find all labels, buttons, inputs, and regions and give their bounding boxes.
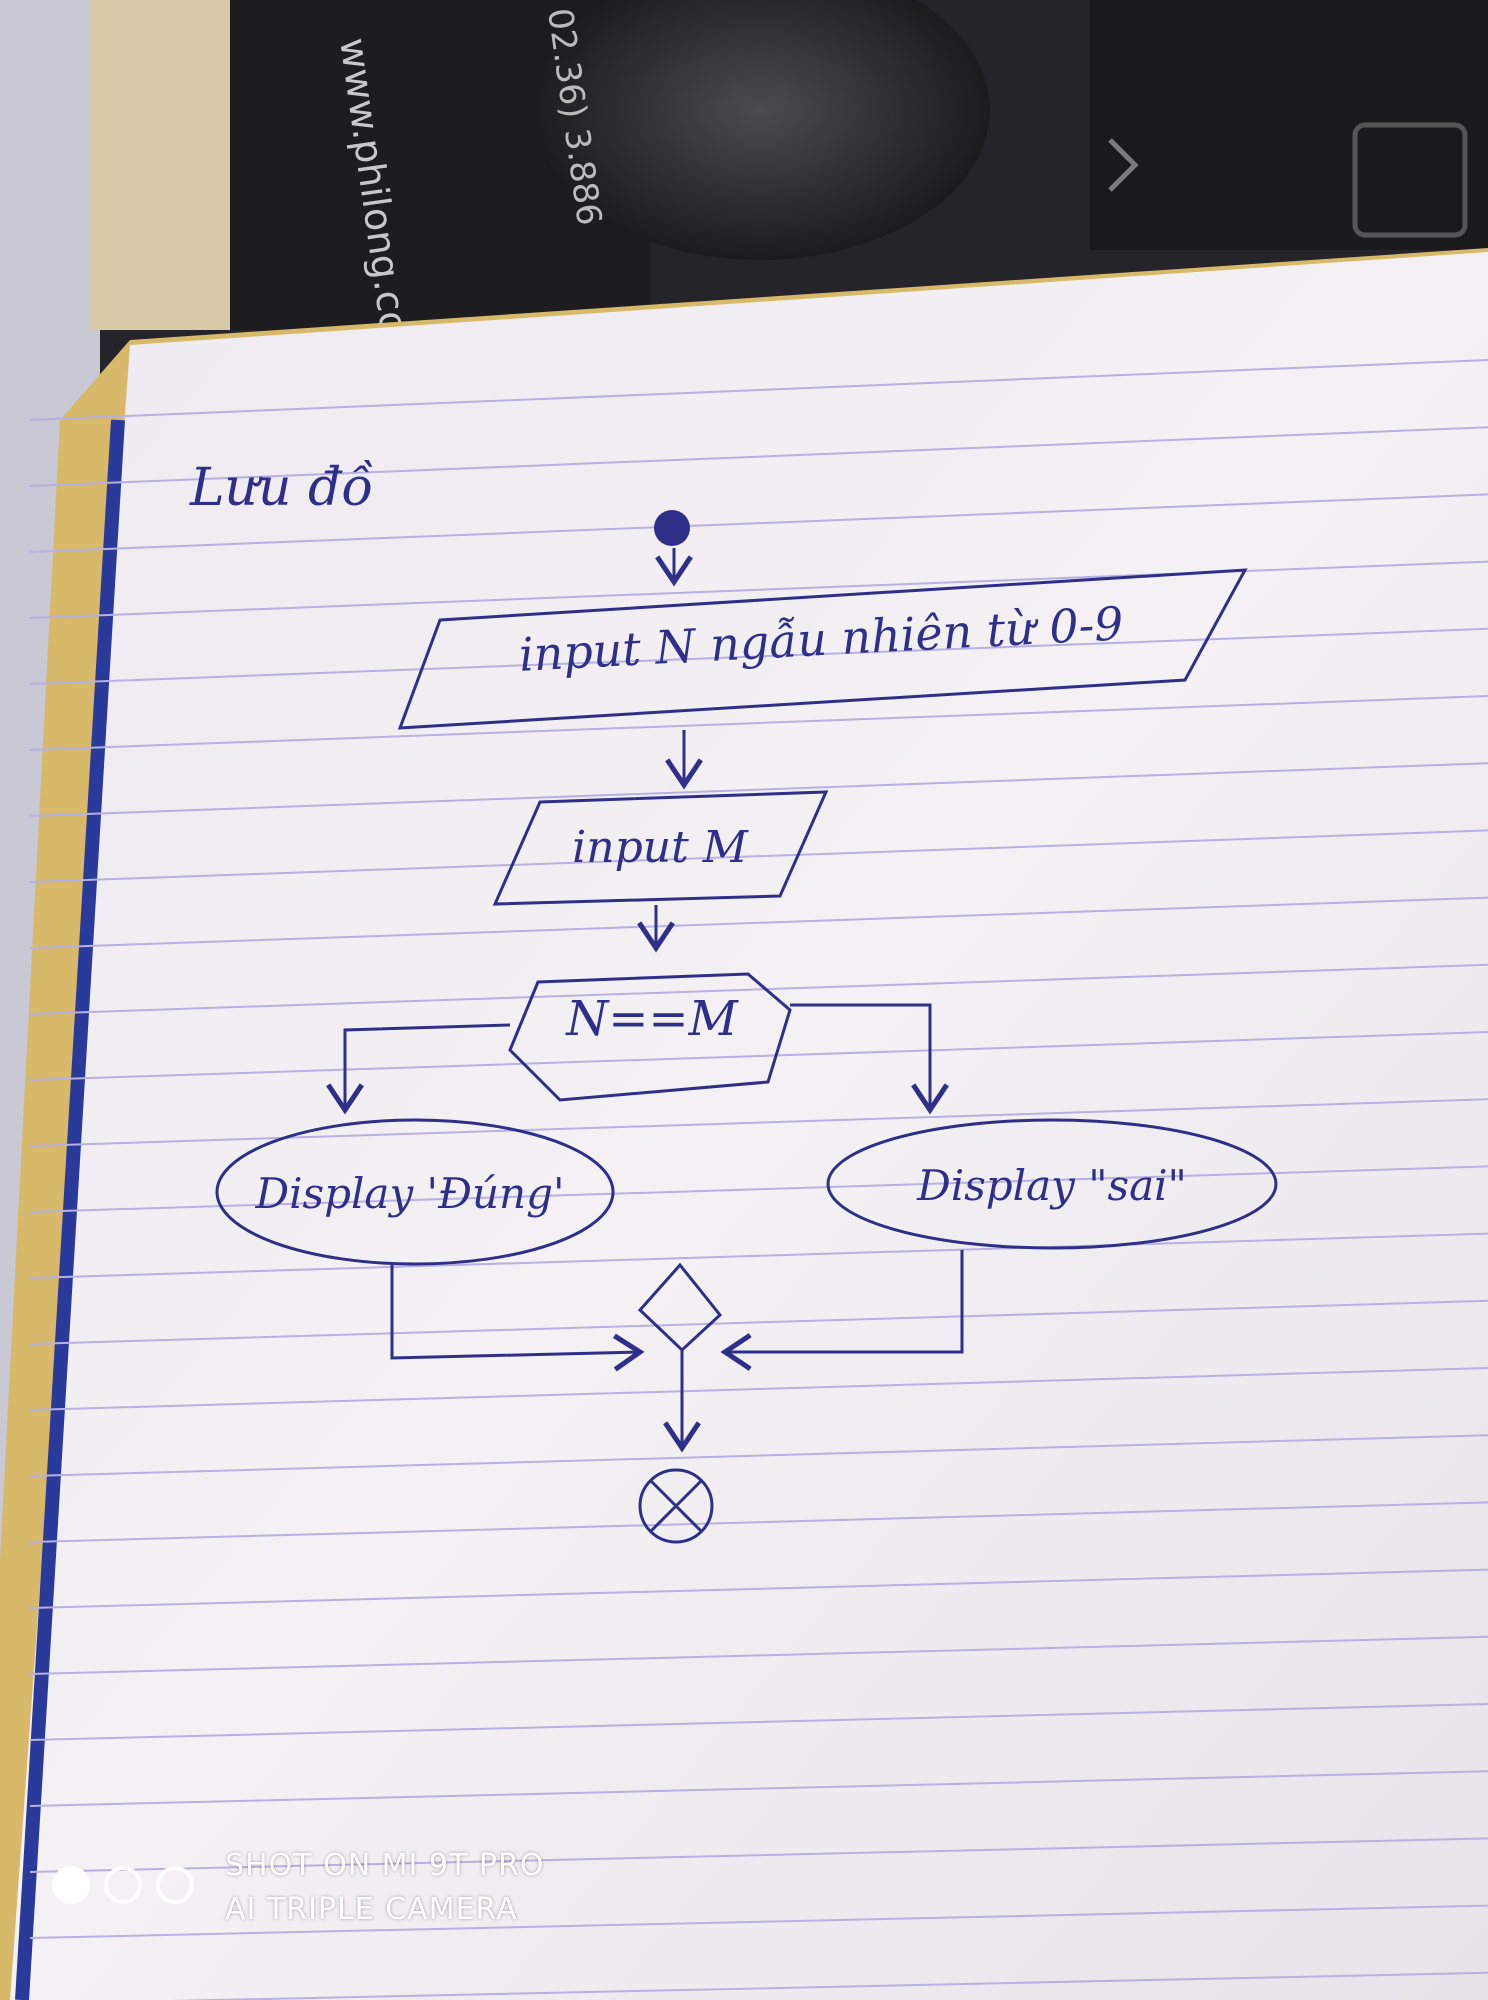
ruled-line (29, 1501, 1488, 1543)
ruled-line (29, 1165, 1488, 1213)
ruled-line (29, 627, 1488, 685)
ruled-line (29, 1031, 1488, 1081)
ruled-line (29, 1770, 1488, 1807)
chevron-icon (1108, 138, 1139, 192)
ruled-line (29, 963, 1488, 1015)
ruled-line (29, 493, 1488, 553)
ruled-line (29, 1703, 1488, 1741)
display-false-shape (826, 1118, 1278, 1250)
ruled-line (29, 762, 1488, 817)
camera-dot-icon (52, 1866, 90, 1904)
ruled-line (29, 1904, 1488, 1939)
ruled-line (170, 1971, 1488, 2000)
ruled-line (29, 1098, 1488, 1147)
input-n-shape (397, 568, 1248, 730)
device-icon (1352, 122, 1468, 238)
edge-decision-to-display-false (790, 1003, 949, 1115)
ruled-line (29, 1568, 1488, 1609)
edge-display-false-to-merge (720, 1250, 964, 1371)
camera-logo (52, 1866, 202, 1908)
display-false-label: Display "sai" (916, 1161, 1187, 1210)
camera-ring-icon (104, 1866, 142, 1904)
edge-display-true-to-merge (390, 1262, 645, 1372)
ruled-line (29, 1635, 1488, 1675)
ruled-line (29, 1232, 1488, 1279)
ruled-line (29, 1367, 1488, 1411)
edge-decision-to-display-true (326, 1023, 511, 1115)
page-title: Lưu đồ (189, 458, 373, 518)
dark-object (530, 0, 990, 260)
input-m-shape (492, 790, 829, 906)
decision-label: N==M (565, 991, 739, 1047)
display-true-shape (215, 1118, 615, 1266)
watermark-line-2: AI TRIPLE CAMERA (225, 1892, 518, 1927)
end-cross-line (648, 1478, 704, 1534)
ruled-line (29, 1837, 1488, 1873)
ruled-lines (29, 359, 1488, 2000)
ruled-line (29, 1434, 1488, 1477)
camera-ring-icon (156, 1866, 194, 1904)
ruled-line (29, 695, 1488, 751)
start-node (654, 510, 690, 546)
ruled-line (29, 829, 1488, 883)
decision-shape (508, 972, 792, 1102)
ruled-line (29, 359, 1488, 421)
ruled-line (29, 426, 1488, 487)
notebook-page (10, 252, 1488, 2000)
ruled-line (29, 896, 1488, 949)
end-node (638, 1468, 714, 1544)
display-true-label: Display 'Đúng' (254, 1169, 564, 1218)
watermark-line-1: SHOT ON MI 9T PRO (225, 1848, 545, 1883)
input-m-label: input M (572, 822, 749, 873)
ruled-line (29, 1299, 1488, 1345)
